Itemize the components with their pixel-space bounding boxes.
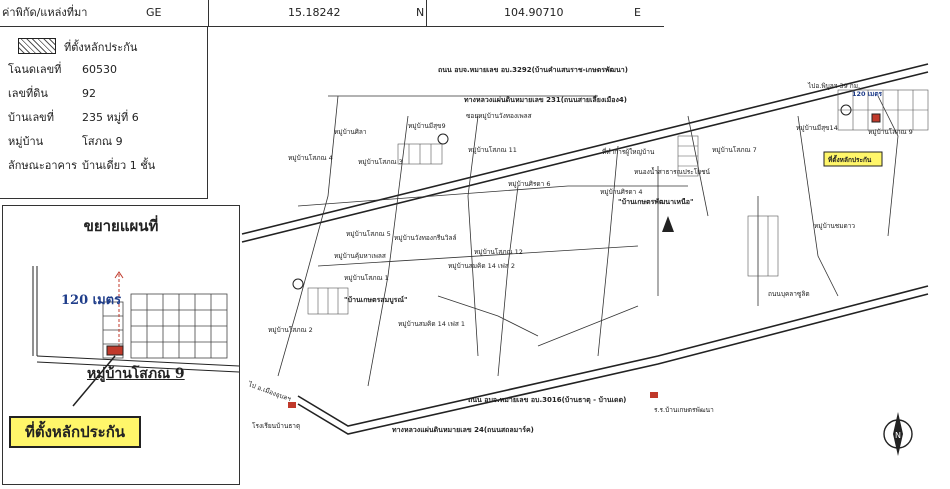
label-chomdao: หมู่บ้านชมดาว: [814, 222, 855, 230]
marker-circle-3: [292, 278, 304, 290]
info-row-building: ลักษณะอาคารบ้านเดี่ยว 1 ชั้น: [8, 159, 156, 172]
label-road-3292: ถนน อบจ.หมายเลข อบ.3292(บ้านคำแสนราช-เกษ…: [438, 65, 628, 74]
highway-24: [297, 285, 929, 435]
label-school-thad: โรงเรียนบ้านธาตุ: [252, 422, 300, 430]
label-sila: หมู่บ้านศิลา: [334, 128, 367, 136]
coordinate-label: ค่าพิกัด/แหล่งที่มา: [2, 6, 88, 19]
label-sophon9: หมู่บ้านโสภณ 9: [868, 128, 913, 136]
inset-village-label: หมู่บ้านโสภณ 9: [87, 366, 185, 382]
label-soi-wangthong: ซอยหมู่บ้านวังทองเพลส: [466, 112, 532, 120]
inset-callout: ที่ตั้งหลักประกัน: [9, 416, 141, 448]
label-sophon11: หมู่บ้านโสภณ 11: [468, 146, 517, 154]
info-row-house-no: บ้านเลขที่235 หมู่ที่ 6: [8, 111, 139, 124]
label-sophon5: หมู่บ้านโสภณ 5: [346, 230, 391, 238]
latitude-cell: 15.18242 N: [208, 0, 427, 26]
latitude-dir: N: [416, 6, 425, 19]
label-wangthong-green: หมู่บ้านวังทองกรีนวิลล์: [394, 234, 456, 242]
label-sophon12: หมู่บ้านโสภณ 12: [474, 248, 523, 256]
info-row-village: หมู่บ้านโสภณ 9: [8, 135, 123, 148]
label-road-3016: ถนน อบจ.หมายเลข อบ.3016(บ้านธาตุ - บ้านเ…: [468, 395, 626, 404]
coordinate-bar: ค่าพิกัด/แหล่งที่มา GE 15.18242 N 104.90…: [0, 0, 664, 27]
label-sophon1: หมู่บ้านโสภณ 1: [344, 274, 389, 282]
coordinate-label-cell: ค่าพิกัด/แหล่งที่มา GE: [0, 0, 209, 26]
label-highway-24: ทางหลวงแผ่นดินหมายเลข 24(ถนนสถลมาร์ค): [392, 425, 534, 434]
label-to-city: ไป อ.เมืองอุบลฯ: [246, 380, 292, 403]
label-kaset-somboon: "บ้านเกษตรสมบูรณ์": [344, 295, 408, 305]
school-flag-icon: [288, 402, 296, 408]
label-khumha: หมู่บ้านคุ้มหาเพลส: [334, 252, 386, 260]
map-callout-label: ที่ตั้งหลักประกัน: [828, 154, 872, 164]
main-map: N ถนน อบจ.หมายเลข อบ.3292(บ้านคำแสนราช-เ…: [241, 63, 929, 456]
label-kaset-nua: "บ้านเกษตรพัฒนาเหนือ": [618, 197, 694, 206]
label-to-phibun: ไปอ.พิบูลฯ 39 กม.: [807, 82, 860, 90]
longitude-value: 104.90710: [504, 6, 564, 19]
inset-distance-label: 120 เมตร: [61, 293, 122, 308]
local-roads: [277, 95, 899, 387]
info-panel: ที่ตั้งหลักประกัน โฉนดเลขที่60530 เลขที่…: [0, 26, 208, 199]
highway-231: [241, 63, 929, 243]
village-blocks: [307, 89, 929, 315]
label-sophon3: หมู่บ้านโสภณ 3: [358, 158, 403, 166]
label-meesuk14: หมู่บ้านมีสุข14: [796, 124, 838, 132]
marker-circle-1: [840, 104, 852, 116]
temple-icon: [662, 216, 674, 232]
label-highway-231: ทางหลวงแผ่นดินหมายเลข 231(ถนนสายเลี่ยงเม…: [464, 94, 627, 104]
label-sophon4: หมู่บ้านโสภณ 4: [288, 154, 333, 162]
label-meesuk9: หมู่บ้านมีสุข9: [408, 122, 446, 130]
coordinate-system: GE: [146, 6, 162, 19]
longitude-dir: E: [634, 6, 641, 19]
legend-hatch-icon: [18, 38, 56, 54]
label-sophon7: หมู่บ้านโสภณ 7: [712, 146, 757, 154]
info-row-deed: โฉนดเลขที่60530: [8, 63, 117, 76]
marker-circle-2: [437, 133, 449, 145]
map-callout-box: [823, 151, 883, 167]
inset-map: ขยายแผนที่ 120 เมตร หมู่บ้านโสภณ 9 ที่ตั…: [2, 205, 240, 485]
label-somkid14-2: หมู่บ้านสมคิด 14 เฟส 2: [448, 262, 515, 270]
inset-title: ขยายแผนที่: [83, 217, 159, 235]
label-sirada6: หมู่บ้านศิรดา 6: [508, 180, 550, 188]
north-arrow-icon: N: [883, 412, 913, 456]
label-village-office: ที่ทำการผู้ใหญ่บ้าน: [602, 147, 655, 156]
label-public-pond: หนองน้ำสาธารณประโยชน์: [634, 167, 710, 176]
label-sophon2: หมู่บ้านโสภณ 2: [268, 326, 313, 334]
legend-label: ที่ตั้งหลักประกัน: [64, 41, 138, 54]
longitude-cell: 104.90710 E: [426, 0, 664, 26]
property-marker: [871, 113, 881, 123]
label-school-kaset: ร.ร.บ้านเกษตรพัฒนา: [654, 406, 714, 414]
label-bukla-road: ถนนบุคลาซูลิต: [768, 290, 810, 298]
map-distance-label: 120 เมตร: [852, 90, 883, 98]
school-flag-icon-2: [650, 392, 658, 398]
inset-map-drawing: [32, 266, 239, 407]
svg-text:N: N: [895, 431, 901, 440]
latitude-value: 15.18242: [288, 6, 341, 19]
label-somkid14-1: หมู่บ้านสมคิด 14 เฟส 1: [398, 320, 465, 328]
label-sirada4: หมู่บ้านศิรดา 4: [600, 188, 642, 196]
